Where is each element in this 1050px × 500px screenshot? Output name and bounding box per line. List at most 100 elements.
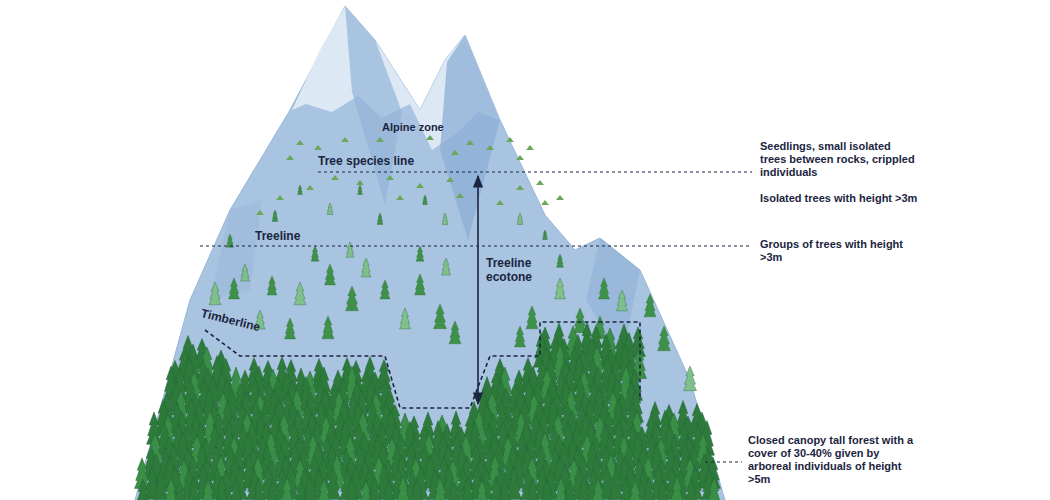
conifer-tree [154,470,169,500]
isolated-tree [557,254,564,267]
conifer-tree [136,479,151,500]
isolated-tree [227,234,234,247]
conifer-tree [201,480,216,500]
isolated-tree [416,246,424,261]
seedling [426,135,434,140]
seedling [386,175,394,180]
mountain-body [135,6,725,500]
tree-species-line [318,171,752,172]
isolated-tree [617,290,628,311]
seedling [456,193,464,198]
seedling-group [256,135,564,215]
seedling [314,145,322,150]
isolated-tree [229,278,240,299]
isolated-tree [346,286,359,311]
isolated-tree [358,185,363,195]
isolated-tree [658,326,671,351]
timberline-line [205,322,640,408]
conifer-tree [707,478,722,500]
conifer-tree [563,480,578,500]
isolated-tree [361,258,371,277]
isolated-tree [415,274,426,295]
conifer-tree [656,480,671,500]
conifer-tree [215,476,230,500]
isolated-tree [599,278,610,299]
seedling [496,200,504,205]
zone-label: Alpine zone [382,121,472,134]
isolated-tree [325,264,336,285]
zone-label: Treeline ecotone [486,256,548,284]
seedling [536,180,544,185]
conifer-tree [609,470,624,500]
isolated-tree [526,306,538,329]
seedling [466,140,474,145]
conifer-tree [410,479,425,500]
conifer-tree [628,481,643,500]
conifer-tree [591,479,606,500]
peak-shadow [440,35,500,240]
conifer-tree [303,476,318,500]
isolated-tree [346,242,354,257]
conifer-tree [475,480,490,500]
seedling [541,200,549,205]
conifer-tree [173,481,188,500]
seedling [451,150,459,155]
seedling [446,177,454,182]
isolated-tree [644,294,656,317]
leader-line [705,461,742,462]
isolated-tree [322,316,334,339]
treeline-line [200,245,752,246]
isolated-tree [555,278,566,299]
isolated-tree [311,246,319,261]
seedling [256,210,264,215]
line-label: Timberline [200,306,291,341]
forest-group [135,322,722,500]
isolated-tree [327,203,333,214]
isolated-tree [241,264,250,281]
conifer-tree [684,479,699,500]
ecotone-tree-group [209,185,697,391]
seedling [526,145,534,150]
seedling [556,195,564,200]
seedling [416,183,424,188]
conifer-tree [345,478,360,500]
ecotone-arrow [477,176,479,404]
isolated-tree [684,366,697,391]
seedling [306,185,314,190]
isolated-tree [209,282,221,305]
seedling [376,137,384,142]
conifer-tree [642,477,657,500]
isolated-tree [285,318,296,339]
seedling [331,175,339,180]
isolated-tree [515,326,526,347]
seedling [356,180,364,185]
seedling [516,155,524,160]
zone-description: Seedlings, small isolated trees between … [760,140,920,179]
seedling [341,137,349,142]
isolated-tree [517,213,523,224]
conifer-tree [280,477,295,500]
zone-description: Groups of trees with height >3m [760,238,920,264]
isolated-tree [442,213,448,224]
conifer-tree [368,477,383,500]
conifer-tree [526,478,541,500]
seedling [506,137,514,142]
ridge-shadow [210,200,262,300]
conifer-tree [540,481,555,500]
conifer-tree [266,481,281,500]
conifer-tree [577,476,592,500]
conifer-tree [396,476,411,500]
seedling [276,195,284,200]
seedling [516,185,524,190]
isolated-tree [272,210,278,221]
conifer-tree [317,479,332,500]
seedling [396,195,404,200]
line-label: Tree species line [318,154,448,168]
isolated-tree [442,258,451,275]
conifer-tree [433,478,448,500]
isolated-tree [298,185,303,195]
seedling [286,155,294,160]
zone-description: Isolated trees with height >3m [760,192,920,205]
